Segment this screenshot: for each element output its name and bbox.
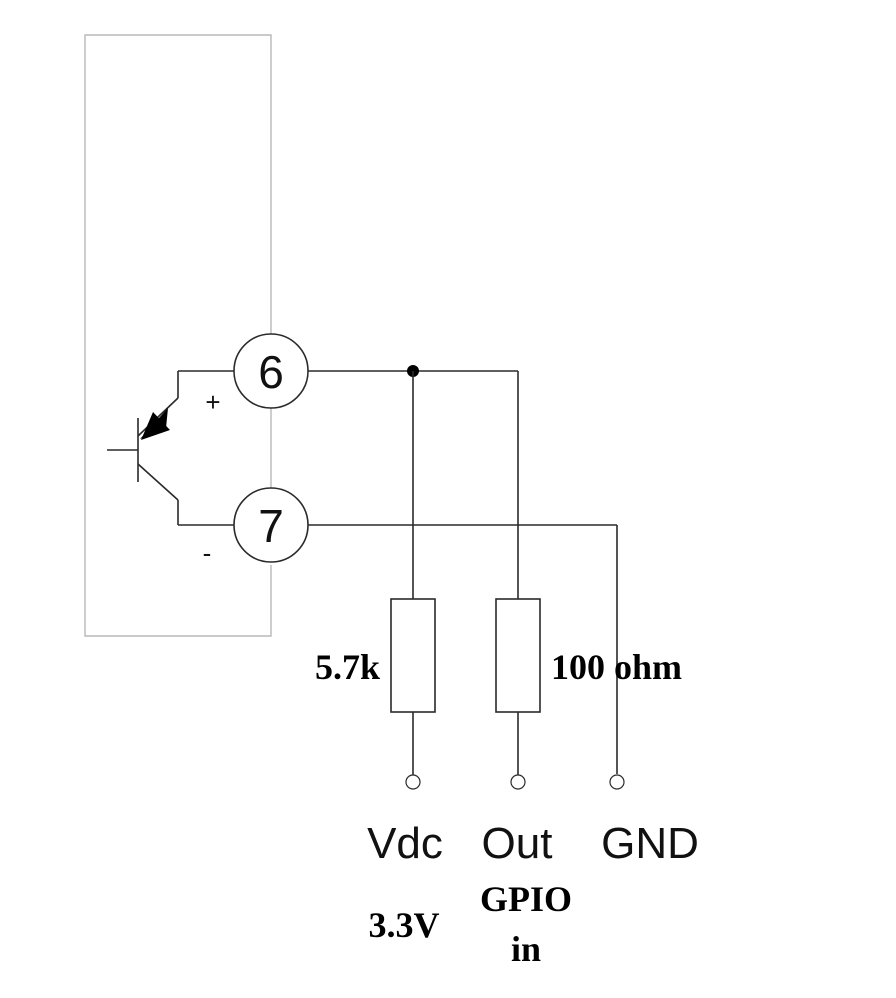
transistor-symbol (107, 370, 235, 526)
pin-7: 7 (233, 487, 309, 563)
pin-7-label: 7 (258, 500, 284, 552)
plus-label: + (205, 387, 220, 417)
pin-6: 6 (233, 333, 309, 409)
gnd-terminal (609, 774, 625, 790)
vdc-label: Vdc (367, 819, 443, 868)
pin-6-label: 6 (258, 346, 284, 398)
resistor-100-ohm (495, 598, 541, 713)
resistor-left-value: 5.7k (315, 647, 380, 687)
vdc-terminal (405, 774, 421, 790)
gpio-note-line2: in (511, 929, 541, 969)
out-terminal (510, 774, 526, 790)
out-label: Out (482, 819, 553, 868)
resistor-5-7k (390, 598, 436, 713)
emitter-arrowhead-icon (141, 412, 170, 440)
supply-voltage-note: 3.3V (369, 905, 440, 945)
gnd-label: GND (601, 819, 699, 868)
transistor-emitter (137, 397, 179, 437)
sensor-enclosure (84, 34, 272, 637)
resistor-right-value: 100 ohm (551, 647, 682, 687)
minus-label: - (203, 538, 212, 568)
gpio-note-line1: GPIO (480, 879, 572, 919)
transistor-collector (137, 463, 179, 501)
